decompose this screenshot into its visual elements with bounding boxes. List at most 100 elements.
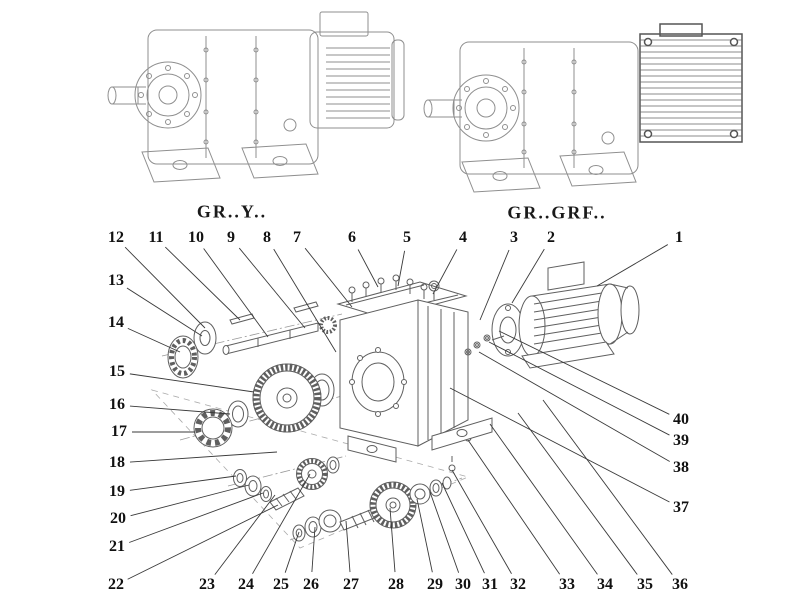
leader-line-2 xyxy=(511,248,545,304)
callout-32: 32 xyxy=(510,576,526,593)
leader-line-35 xyxy=(517,412,638,575)
callout-14: 14 xyxy=(108,314,124,331)
motor-block-right xyxy=(639,23,743,143)
leader-lines xyxy=(124,244,673,580)
exploded-motor xyxy=(491,261,640,369)
motor-feet xyxy=(521,341,615,369)
output-gear xyxy=(369,481,417,529)
callout-16: 16 xyxy=(109,396,125,413)
leader-line-27 xyxy=(345,520,351,573)
leader-line-18 xyxy=(129,451,278,463)
leader-line-8 xyxy=(273,248,337,353)
large-gear xyxy=(252,363,322,433)
callout-30: 30 xyxy=(455,576,471,593)
leader-line-33 xyxy=(467,439,561,575)
leader-line-34 xyxy=(489,423,598,575)
leader-line-24 xyxy=(252,473,311,574)
leader-line-23 xyxy=(214,494,276,575)
leader-line-25 xyxy=(284,531,300,573)
leader-line-37 xyxy=(449,387,670,503)
callout-34: 34 xyxy=(597,576,613,593)
leader-line-16 xyxy=(129,405,231,415)
tapered-bearing xyxy=(167,335,199,379)
leader-line-28 xyxy=(389,507,396,573)
callout-8: 8 xyxy=(263,229,271,246)
callout-17: 17 xyxy=(111,423,127,440)
callout-31: 31 xyxy=(482,576,498,593)
callout-10: 10 xyxy=(188,229,204,246)
callout-2: 2 xyxy=(547,229,555,246)
variant-title-gr-y: GR..Y.. xyxy=(196,201,268,222)
leader-line-39 xyxy=(488,341,670,436)
assembled-view-gr-grf xyxy=(423,23,743,193)
callout-23: 23 xyxy=(199,576,215,593)
intermediate-gear xyxy=(296,458,328,490)
output-shaft-group xyxy=(292,476,452,542)
housing-feet xyxy=(347,417,493,463)
callout-6: 6 xyxy=(348,229,356,246)
pinion-gear xyxy=(319,316,337,334)
callout-5: 5 xyxy=(403,229,411,246)
callout-15: 15 xyxy=(109,363,125,380)
leader-line-14 xyxy=(127,327,181,353)
callout-39: 39 xyxy=(673,432,689,449)
callout-1: 1 xyxy=(675,229,683,246)
callout-24: 24 xyxy=(238,576,254,593)
callout-21: 21 xyxy=(109,538,125,555)
shaft-key-1 xyxy=(229,313,255,325)
leader-line-15 xyxy=(129,373,255,393)
callout-27: 27 xyxy=(343,576,359,593)
callout-29: 29 xyxy=(427,576,443,593)
callout-38: 38 xyxy=(673,459,689,476)
callout-35: 35 xyxy=(637,576,653,593)
callout-3: 3 xyxy=(510,229,518,246)
exploded-view xyxy=(150,261,640,549)
callout-40: 40 xyxy=(673,411,689,428)
callout-13: 13 xyxy=(108,272,124,289)
callout-11: 11 xyxy=(148,229,164,246)
callout-7: 7 xyxy=(293,229,301,246)
callout-12: 12 xyxy=(108,229,124,246)
intermediate-shaft-group xyxy=(233,456,340,511)
ball-bearing xyxy=(193,408,233,448)
callout-25: 25 xyxy=(273,576,289,593)
leader-line-38 xyxy=(478,351,670,462)
callout-28: 28 xyxy=(388,576,404,593)
leader-line-32 xyxy=(451,469,512,574)
callout-9: 9 xyxy=(227,229,235,246)
leader-line-4 xyxy=(432,249,458,295)
leader-line-6 xyxy=(357,249,379,288)
leader-line-21 xyxy=(129,492,264,543)
leader-line-26 xyxy=(311,526,316,573)
terminal-box xyxy=(547,261,585,291)
leader-line-13 xyxy=(126,287,203,337)
callout-37: 37 xyxy=(673,499,689,516)
leader-line-30 xyxy=(429,491,460,573)
leader-line-9 xyxy=(238,247,306,329)
gear-housing xyxy=(339,299,493,472)
leader-line-11 xyxy=(164,246,241,321)
leader-line-29 xyxy=(416,498,433,573)
leader-line-12 xyxy=(124,246,206,329)
leader-line-19 xyxy=(129,475,237,491)
leader-line-20 xyxy=(130,484,250,517)
output-shaft-left xyxy=(107,86,146,105)
leader-line-31 xyxy=(441,482,485,574)
leader-line-22 xyxy=(127,504,279,580)
callout-4: 4 xyxy=(459,229,467,246)
motor-left xyxy=(309,11,405,129)
callout-33: 33 xyxy=(559,576,575,593)
cover-bolts xyxy=(348,274,428,302)
callout-20: 20 xyxy=(110,510,126,527)
leader-line-3 xyxy=(479,249,510,321)
leader-line-7 xyxy=(304,247,353,308)
gear-bearing-group xyxy=(193,363,335,448)
callout-26: 26 xyxy=(303,576,319,593)
output-shaft-right xyxy=(423,99,462,118)
leader-line-36 xyxy=(542,399,673,575)
callout-18: 18 xyxy=(109,454,125,471)
variant-title-gr-grf: GR..GRF.. xyxy=(507,202,607,223)
leader-line-40 xyxy=(498,330,670,415)
